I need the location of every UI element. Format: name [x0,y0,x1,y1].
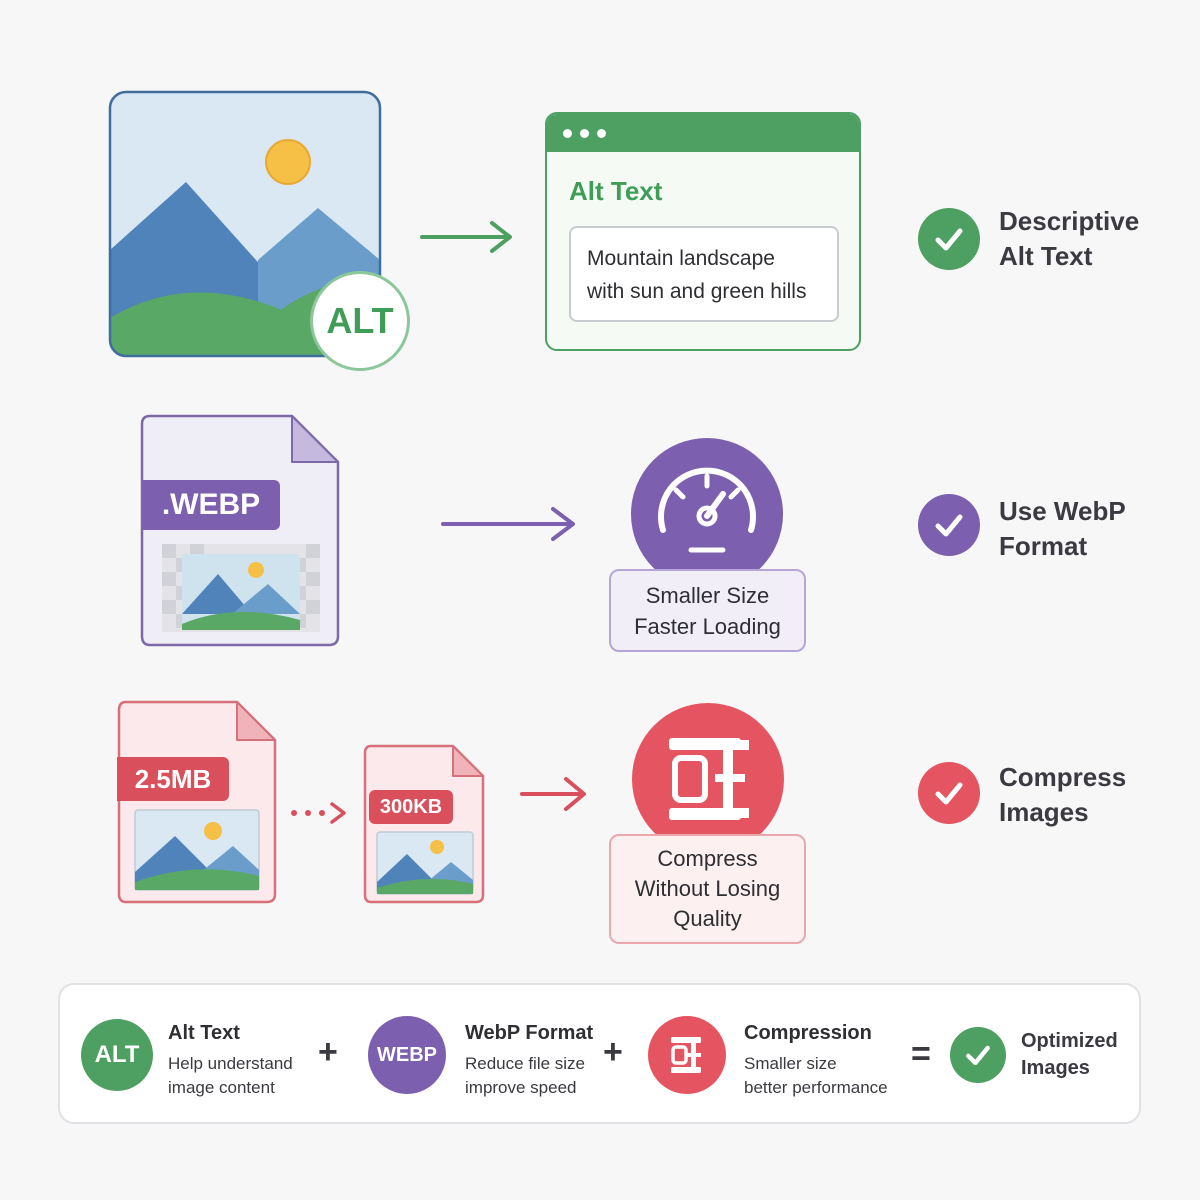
webp-format-tag: .WEBP [142,480,280,530]
summary-alt-icon: ALT [81,1019,153,1091]
desc-line: Smaller size [744,1054,837,1073]
description-line: with sun and green hills [587,280,807,303]
small-file-icon [363,744,485,905]
summary-result-check-icon [950,1027,1006,1083]
label-line: Descriptive [999,206,1140,236]
purple-arrow-icon [441,506,577,542]
desc-line: improve speed [465,1078,577,1097]
webp-file-icon [140,414,340,648]
speedometer-icon [629,436,785,590]
alt-badge: ALT [310,271,410,371]
description-line: Mountain landscape [587,247,775,270]
card-line: Compress [657,846,758,871]
desc-line: Help understand [168,1054,293,1073]
desc-line: better performance [744,1078,888,1097]
card-line: Faster Loading [634,613,781,639]
summary-webp-title: WebP Format [465,1022,594,1044]
label-line: Compress [999,762,1127,792]
label-line: Format [999,531,1088,561]
red-check-icon [918,762,980,824]
red-arrow-icon [520,776,588,812]
compressed-size-tag: 300KB [369,790,453,824]
summary-webp-desc: Reduce file size improve speed [465,1052,585,1100]
webp-benefit-card: Smaller Size Faster Loading [609,569,806,652]
label-line: Use WebP [999,496,1126,526]
label-line: Images [999,797,1089,827]
window-titlebar [547,114,859,152]
card-line: Without Losing [634,876,781,901]
result-line: Images [1021,1057,1090,1079]
dotted-arrow-icon [290,801,350,825]
summary-alt-desc: Help understand image content [168,1052,293,1100]
desc-line: image content [168,1078,275,1097]
summary-alt-title: Alt Text [168,1022,240,1044]
card-line: Quality [673,906,742,931]
summary-result-label: Optimized Images [1021,1028,1118,1082]
card-line: Smaller Size [645,582,770,608]
original-size-tag: 2.5MB [117,757,229,801]
window-title: Alt Text [569,176,663,206]
window-dot [580,128,589,138]
summary-compress-desc: Smaller size better performance [744,1052,888,1100]
plus-operator: + [318,1033,338,1071]
compress-benefit-card: Compress Without Losing Quality [609,834,806,944]
summary-compress-title: Compression [744,1022,872,1044]
alt-text-window: Alt Text Mountain landscape with sun and… [545,112,861,351]
desc-line: Reduce file size [465,1054,586,1073]
large-file-icon [117,700,277,905]
equals-operator: = [911,1035,931,1073]
summary-webp-icon: WEBP [368,1016,446,1094]
window-dot [597,128,606,138]
window-dot [563,128,572,138]
alt-description-field: Mountain landscape with sun and green hi… [569,226,839,322]
green-check-icon [918,208,980,270]
purple-check-icon [918,494,980,556]
summary-compress-icon [648,1016,726,1094]
summary-bar: ALT Alt Text Help understand image conte… [58,983,1141,1124]
compress-clamp-icon [631,702,785,855]
row-label-webp: Use WebP Format [999,494,1126,564]
row-label-compress: Compress Images [999,760,1126,830]
result-line: Optimized [1021,1030,1118,1052]
label-line: Alt Text [999,241,1093,271]
green-arrow-icon [420,220,514,254]
plus-operator: + [603,1033,623,1071]
row-label-alt: Descriptive Alt Text [999,204,1139,274]
